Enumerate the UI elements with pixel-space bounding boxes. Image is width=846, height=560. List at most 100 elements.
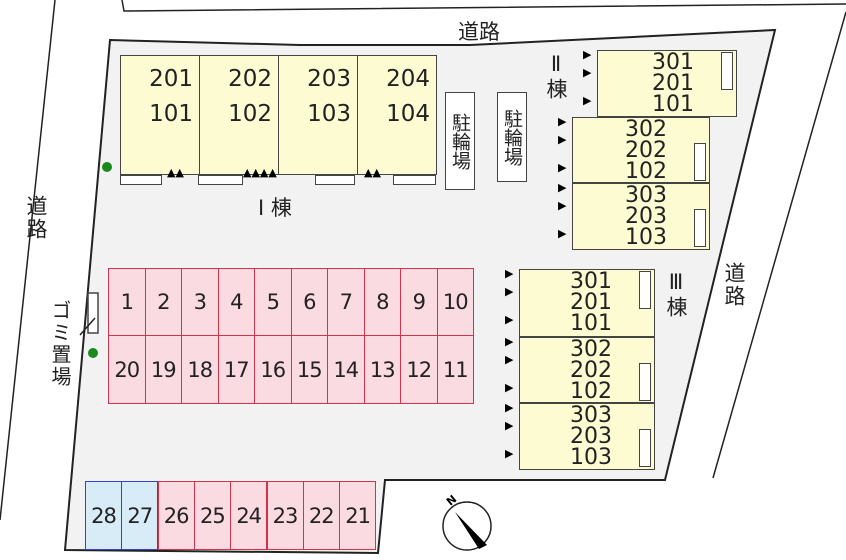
- entrance-arrow-icon: ▶: [558, 227, 567, 240]
- building-1-label: Ⅰ 棟: [258, 196, 292, 220]
- unit-number-upper: 202: [228, 66, 272, 92]
- parking-space: 22: [302, 481, 340, 550]
- road-label-top: 道路: [458, 20, 500, 44]
- unit-number: 303: [570, 403, 612, 428]
- road-label-left: 道路: [24, 195, 48, 241]
- parking-space: 11: [436, 335, 474, 404]
- unit-number-upper: 203: [307, 66, 351, 92]
- entrance-arrow-icon: ▶: [583, 48, 592, 61]
- unit-number: 201: [570, 290, 612, 315]
- parking-space: 9: [400, 268, 438, 336]
- unit-number: 101: [570, 311, 612, 336]
- unit-number-lower: 103: [307, 101, 351, 127]
- entrance-arrow-icon: ▶: [505, 285, 514, 298]
- meter-box: [694, 143, 706, 181]
- compass-icon: [442, 501, 492, 551]
- parking-space: 17: [217, 335, 255, 404]
- unit-number: 202: [625, 138, 667, 163]
- road-edge-right: [712, 11, 846, 479]
- unit-number: 301: [570, 269, 612, 294]
- unit-number-lower: 102: [228, 101, 272, 127]
- parking-space: 14: [327, 335, 365, 404]
- parking-space: 24: [230, 481, 268, 550]
- meter-box: [639, 429, 651, 467]
- meter-box: [639, 363, 651, 401]
- unit-number: 302: [625, 117, 667, 142]
- bike-parking-2: 駐輪場: [497, 92, 527, 182]
- entrance-strip: [393, 175, 436, 185]
- entrance-arrow-icon: ▶: [558, 133, 567, 146]
- entrance-arrow-icon: ▶: [505, 419, 514, 432]
- parking-space: 1: [108, 268, 146, 336]
- parking-space: 7: [327, 268, 365, 336]
- bike-parking-1: 駐輪場: [445, 92, 475, 190]
- road-edge-top: [121, 0, 846, 12]
- unit-number: 103: [625, 225, 667, 250]
- parking-space: 23: [266, 481, 304, 550]
- entrance-arrow-icon: ▶: [505, 447, 514, 460]
- parking-space-special: 28: [85, 481, 122, 550]
- parking-space: 26: [157, 481, 195, 550]
- parking-space: 6: [290, 268, 328, 336]
- parking-space: 15: [290, 335, 328, 404]
- building-2-label: Ⅱ棟: [544, 52, 568, 101]
- unit-number-upper: 204: [386, 66, 430, 92]
- entrance-strip: [120, 175, 162, 185]
- unit-number: 201: [652, 71, 694, 96]
- parking-space: 3: [181, 268, 219, 336]
- unit-number: 202: [570, 358, 612, 383]
- parking-space: 4: [217, 268, 255, 336]
- unit-number: 101: [652, 92, 694, 117]
- entrance-arrow-icon: ▶: [583, 66, 592, 79]
- entrance-arrow-icon: ▶: [505, 267, 514, 280]
- parking-space: 13: [363, 335, 401, 404]
- parking-space-special: 27: [121, 481, 159, 550]
- meter-box: [639, 271, 651, 309]
- trash-area-label: ゴミ置場: [48, 300, 72, 388]
- unit-number: 301: [652, 50, 694, 75]
- green-marker: [102, 162, 112, 172]
- unit-number: 102: [570, 379, 612, 404]
- building-3-label: Ⅲ棟: [664, 270, 688, 319]
- parking-space: 8: [363, 268, 401, 336]
- unit-number: 102: [625, 159, 667, 184]
- parking-space: 21: [339, 481, 377, 550]
- entrance-arrow-icon: ▶: [558, 181, 567, 194]
- entrance-arrow-icon: ▶: [558, 161, 567, 174]
- unit-number-lower: 101: [149, 101, 193, 127]
- unit-number-lower: 104: [386, 101, 430, 127]
- entrance-marker-icon: ▲▲: [364, 166, 381, 179]
- entrance-marker-icon: ▲▲▲▲: [243, 166, 277, 179]
- entrance-arrow-icon: ▶: [505, 401, 514, 414]
- parking-space: 20: [108, 335, 146, 404]
- unit-number: 203: [625, 204, 667, 229]
- unit-number: 103: [570, 445, 612, 470]
- green-marker: [88, 348, 98, 358]
- entrance-arrow-icon: ▶: [505, 381, 514, 394]
- unit-number: 302: [570, 337, 612, 362]
- parking-space: 19: [144, 335, 182, 404]
- entrance-arrow-icon: ▶: [558, 115, 567, 128]
- road-label-right: 道路: [722, 262, 746, 308]
- entrance-arrow-icon: ▶: [505, 353, 514, 366]
- meter-box: [694, 209, 706, 247]
- entrance-arrow-icon: ▶: [558, 199, 567, 212]
- trash-box: [87, 292, 99, 334]
- unit-number: 303: [625, 183, 667, 208]
- road-edge-left: [0, 0, 56, 521]
- entrance-arrow-icon: ▶: [505, 313, 514, 326]
- parking-space: 18: [181, 335, 219, 404]
- entrance-arrow-icon: ▶: [583, 94, 592, 107]
- entrance-marker-icon: ▲▲: [167, 166, 184, 179]
- parking-space: 2: [144, 268, 182, 336]
- unit-number-upper: 201: [149, 66, 193, 92]
